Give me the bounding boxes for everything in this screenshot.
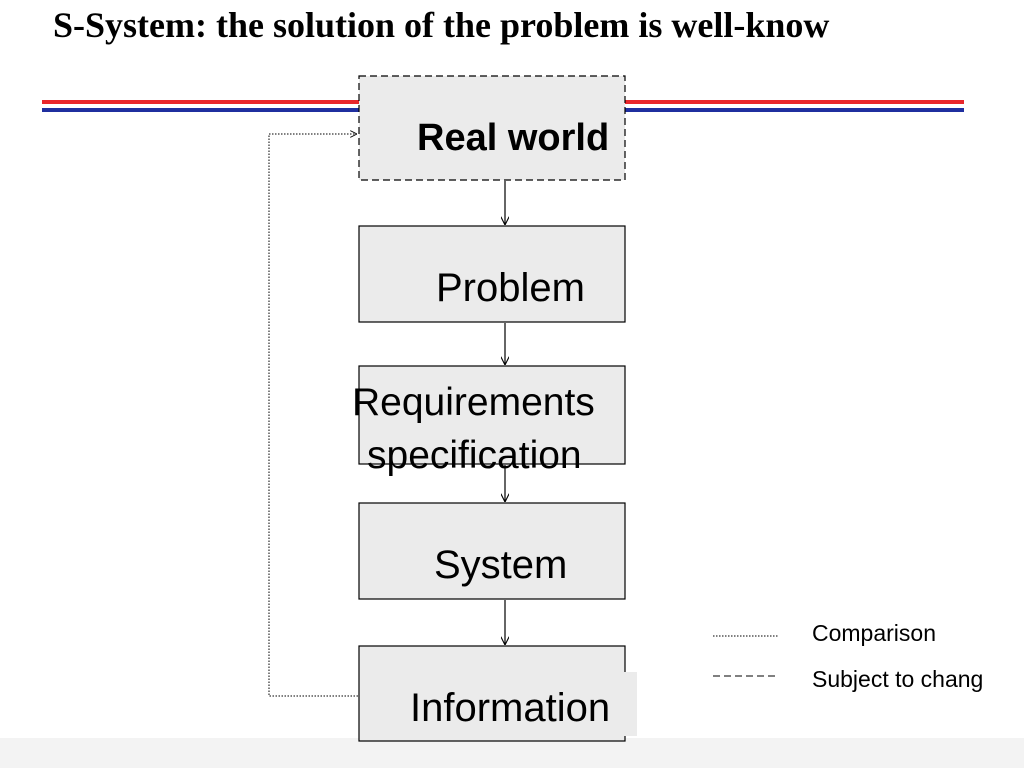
requirements-label-line1: Requirements bbox=[352, 381, 595, 424]
footer-bar bbox=[0, 738, 1024, 768]
information-box bbox=[358, 645, 626, 742]
system-box bbox=[358, 502, 626, 600]
problem-label: Problem bbox=[436, 266, 585, 310]
legend-comparison-text: Comparison bbox=[812, 620, 936, 646]
problem-box bbox=[358, 225, 626, 323]
real-world-box bbox=[358, 75, 626, 181]
edge-information-to-real-world bbox=[268, 134, 358, 697]
information-label: Information bbox=[410, 686, 611, 730]
slide-title: S-System: the solution of the problem is… bbox=[53, 5, 830, 45]
system-label: System bbox=[434, 543, 568, 587]
legend-subject-to-change-text: Subject to chang bbox=[812, 666, 984, 692]
information-label-patch bbox=[615, 672, 637, 736]
real-world-label: Real world bbox=[417, 117, 610, 159]
requirements-label-line2: specification bbox=[367, 434, 582, 477]
requirements-box bbox=[358, 365, 626, 465]
